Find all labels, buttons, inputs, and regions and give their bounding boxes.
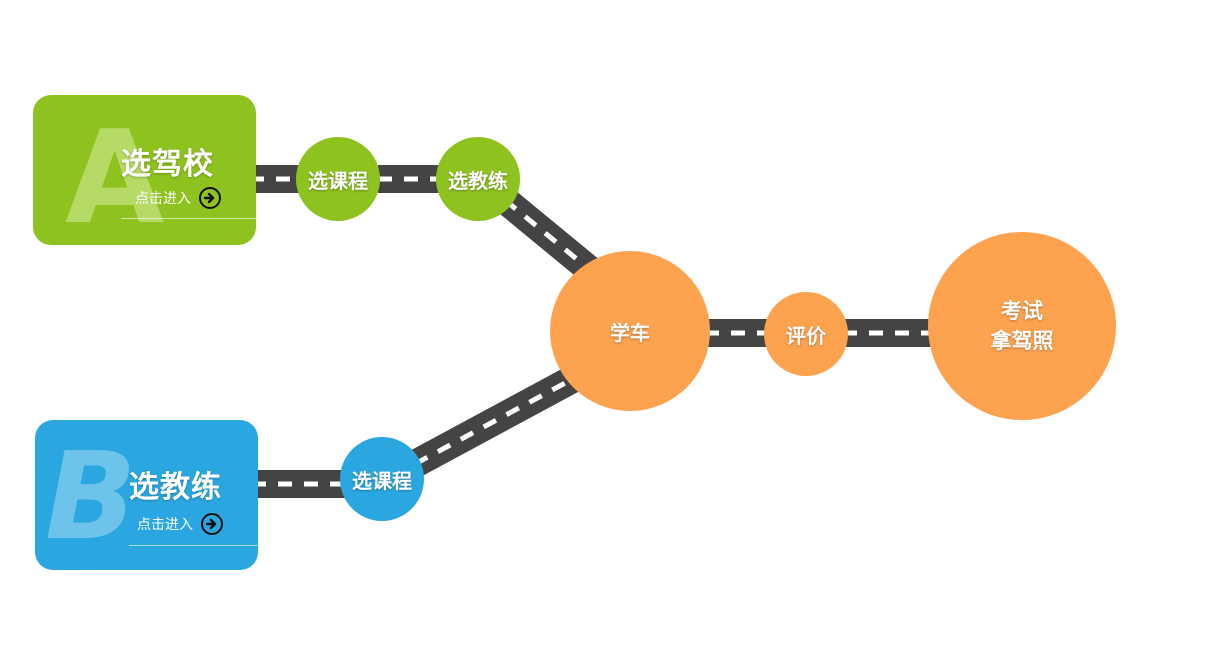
card-a-title: 选驾校 <box>121 147 214 182</box>
node-b-select-course[interactable]: 选课程 <box>340 437 424 521</box>
node-b-select-course-label: 选课程 <box>352 468 412 493</box>
node-a-select-coach[interactable]: 选教练 <box>436 137 520 221</box>
node-exam-label: 考试 <box>1001 299 1043 323</box>
node-review-label: 评价 <box>786 323 826 348</box>
card-b-title: 选教练 <box>129 470 222 505</box>
letter-b-mark: B <box>45 428 137 567</box>
card-b-divider <box>129 545 258 546</box>
card-b-select-coach[interactable]: B 选教练 点击进入 <box>35 420 258 570</box>
node-a-select-course-label: 选课程 <box>308 168 368 193</box>
card-a-enter-link[interactable]: 点击进入 <box>135 187 221 209</box>
node-review[interactable]: 评价 <box>764 292 848 376</box>
card-b-enter-label: 点击进入 <box>137 517 193 533</box>
node-a-select-course[interactable]: 选课程 <box>296 137 380 221</box>
node-a-select-coach-label: 选教练 <box>448 168 508 193</box>
card-a-enter-label: 点击进入 <box>135 191 191 207</box>
arrow-right-circle-icon[interactable] <box>199 187 221 209</box>
road-b-to-learn-lane-marking <box>413 372 582 467</box>
node-learn-driving-label: 学车 <box>610 320 650 345</box>
arrow-right-circle-icon[interactable] <box>201 513 223 535</box>
road-a-to-learn-lane-marking <box>503 198 592 272</box>
card-a-divider <box>121 218 256 219</box>
card-a-select-school[interactable]: A 选驾校 点击进入 <box>33 95 256 245</box>
letter-a-mark: A <box>65 104 165 245</box>
card-b-enter-link[interactable]: 点击进入 <box>137 513 223 535</box>
node-license-label: 拿驾照 <box>990 329 1054 353</box>
node-exam-license[interactable]: 考试 拿驾照 <box>928 232 1116 420</box>
node-learn-driving[interactable]: 学车 <box>550 251 710 411</box>
